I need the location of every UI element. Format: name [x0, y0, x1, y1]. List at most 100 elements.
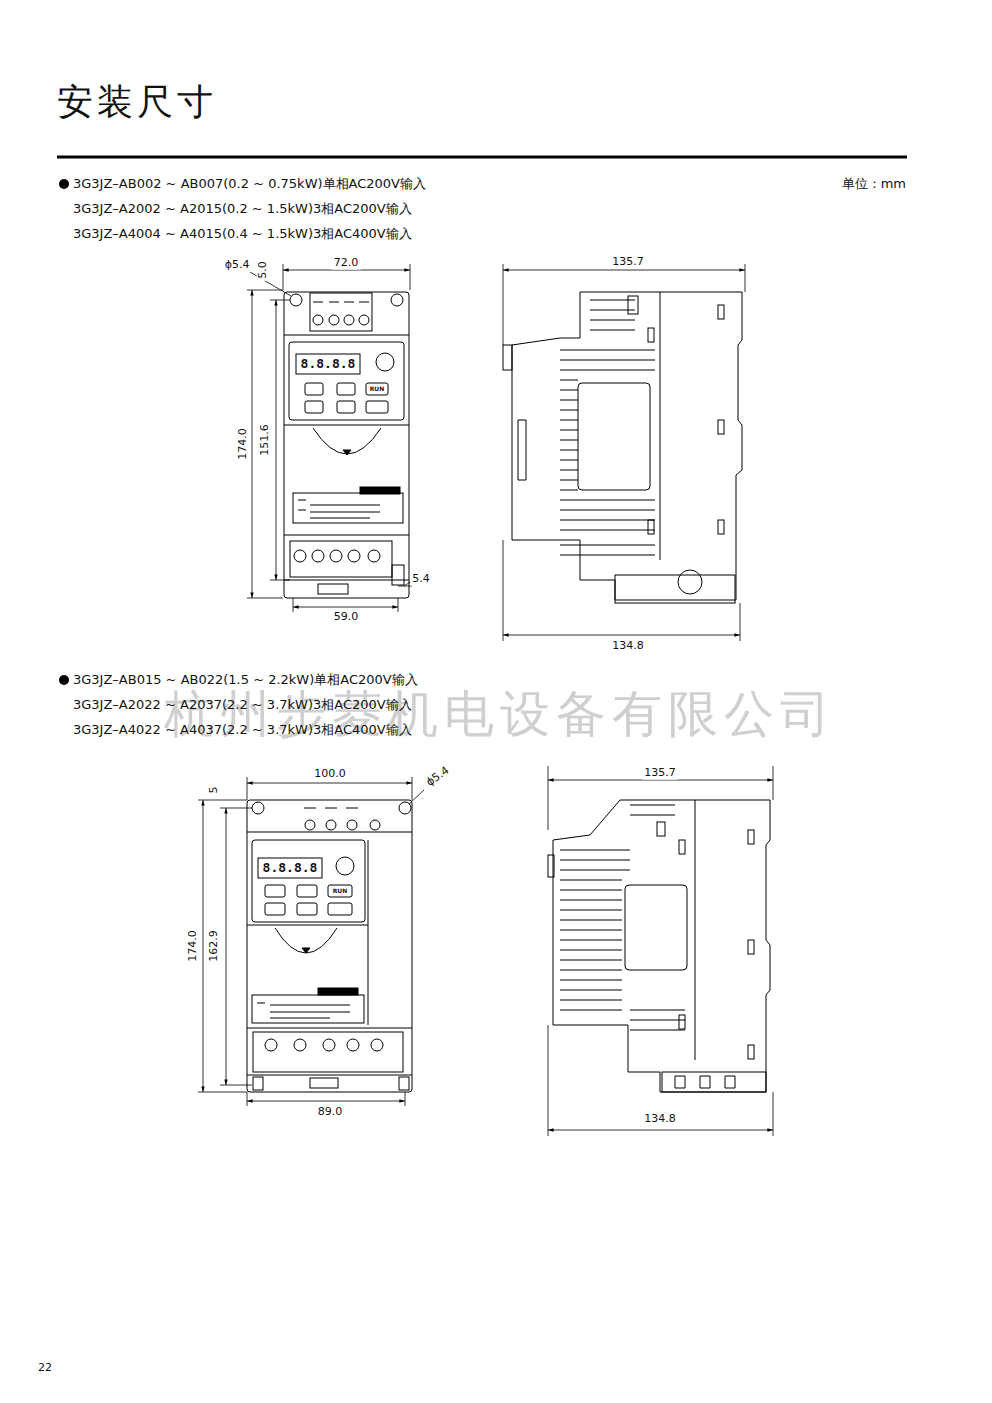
inverter-front — [284, 292, 409, 598]
drawing-part — [503, 270, 745, 271]
drawing-part — [293, 607, 398, 608]
drawing-part — [293, 493, 403, 523]
drawing-part — [359, 315, 369, 325]
drawing-part — [305, 401, 323, 413]
drawing-part — [305, 820, 315, 830]
drawing-part — [330, 550, 342, 562]
dimension: 5.4 — [410, 573, 432, 586]
drawing-part — [252, 802, 264, 814]
dimension-lines — [247, 264, 745, 641]
drawing-part — [312, 550, 324, 562]
dimension: 89.0 — [316, 1106, 345, 1119]
drawing-part — [348, 550, 360, 562]
drawing-part — [675, 1076, 735, 1088]
display-digits: 8.8.8.8 — [261, 861, 320, 876]
dimension: 59.0 — [332, 611, 361, 624]
drawing-part — [258, 858, 322, 878]
dimension: 5.0 — [257, 259, 270, 281]
drawing-part — [628, 296, 638, 314]
drawing-part — [304, 808, 358, 809]
unit-note: 单位：mm — [842, 177, 906, 192]
drawing-part — [305, 383, 323, 395]
drawing-part — [503, 345, 512, 370]
drawing-part — [648, 328, 654, 342]
drawing-part — [336, 857, 354, 875]
drawing-part — [328, 903, 352, 915]
drawing-part — [560, 805, 685, 1030]
drawing-part — [297, 903, 317, 915]
dimension: ϕ5.4 — [423, 764, 454, 791]
dimension: 72.0 — [332, 257, 361, 270]
drawing-part — [270, 300, 290, 580]
drawing-part — [391, 294, 403, 306]
dimension: 134.8 — [642, 1113, 678, 1126]
drawing-part — [503, 635, 740, 636]
drawing-part — [247, 1028, 412, 1029]
model-line: 3G3JZ–A2022 ~ A2037(2.2 ~ 3.7kW)3相AC200V… — [73, 698, 412, 713]
drawing-part — [328, 885, 352, 897]
drawing-part — [548, 855, 554, 877]
drawing-part — [409, 790, 424, 804]
drawing-part — [313, 315, 323, 325]
drawing-part — [662, 1072, 766, 1092]
drawing-part — [247, 1075, 412, 1076]
drawing-part — [718, 520, 724, 534]
drawing-part — [247, 1101, 405, 1102]
drawing-part — [247, 290, 283, 598]
drawing-part — [253, 1077, 263, 1090]
drawing-part — [289, 342, 404, 420]
drawing-part — [284, 580, 409, 581]
drawing-part — [265, 885, 285, 897]
drawing-part — [275, 928, 337, 953]
drawing-part — [247, 783, 412, 784]
drawing-part — [57, 156, 907, 159]
drawing-part — [265, 1039, 277, 1051]
model-line: 3G3JZ–AB015 ~ AB022(1.5 ~ 2.2kW)单相AC200V… — [73, 673, 418, 688]
drawing-part — [252, 290, 253, 598]
drawing-part — [657, 822, 665, 836]
drawing-part — [512, 292, 742, 600]
drawing-part — [290, 294, 302, 306]
drawing-part — [399, 1077, 409, 1090]
drawing-part — [360, 487, 400, 494]
drawing-part — [368, 840, 369, 1025]
dimension: 134.8 — [610, 640, 646, 653]
drawing-part — [548, 1130, 773, 1131]
drawing-part — [294, 550, 306, 562]
drawing-part — [59, 179, 69, 189]
dimension: ϕ5.4 — [223, 259, 252, 272]
drawing-part — [276, 300, 277, 580]
drawing-part — [284, 425, 409, 426]
drawing-part — [625, 885, 687, 970]
drawing-part — [347, 820, 357, 830]
inverter-side — [548, 800, 770, 1092]
page-number: 22 — [38, 1362, 52, 1375]
model-line: 3G3JZ–A2002 ~ A2015(0.2 ~ 1.5kW)3相AC200V… — [73, 202, 412, 217]
drawing-part — [247, 1092, 405, 1106]
page-title: 安装尺寸 — [57, 81, 217, 122]
drawing-part — [296, 354, 360, 374]
drawing-part — [247, 800, 412, 1092]
display-digits: 8.8.8.8 — [299, 357, 358, 372]
drawing-part — [284, 535, 409, 536]
model-line: 3G3JZ–A4022 ~ A4037(2.2 ~ 3.7kW)3相AC400V… — [73, 723, 412, 738]
key-label: RUN — [370, 386, 385, 393]
drawing-part — [748, 830, 754, 844]
drawing-part — [371, 1039, 383, 1051]
drawing-part — [578, 383, 650, 490]
drawing-part — [253, 1032, 403, 1072]
model-line: 3G3JZ–AB002 ~ AB007(0.2 ~ 0.75kW)单相AC200… — [73, 177, 426, 192]
drawing-part — [392, 565, 404, 585]
dimension: 174.0 — [187, 928, 200, 964]
drawing-part — [252, 995, 364, 1023]
drawing-part — [220, 808, 252, 1085]
drawing-part — [247, 832, 412, 833]
drawing-part — [298, 500, 380, 518]
drawing-part — [203, 800, 204, 1092]
drawing-part — [284, 335, 409, 336]
drawing-part — [718, 420, 724, 434]
page-rule — [57, 157, 907, 685]
drawing-part — [302, 948, 310, 953]
drawing-part — [198, 800, 247, 1092]
